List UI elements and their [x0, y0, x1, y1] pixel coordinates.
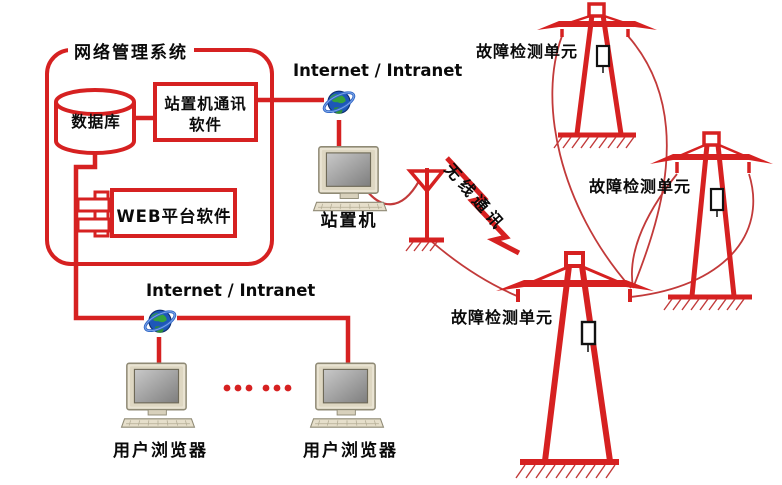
internet-label-bottom: Internet / Intranet [146, 281, 316, 300]
transmission-tower-1 [537, 2, 657, 149]
user-browser-computer-icon-2 [309, 362, 385, 428]
power-line-wires [430, 35, 755, 298]
lightning-bolt-icon [445, 156, 521, 256]
fault-detector-unit-icon-1 [595, 44, 611, 68]
transmission-tower-3 [496, 251, 654, 479]
internet-label-top: Internet / Intranet [293, 61, 463, 80]
fault-unit-label-3: 故障检测单元 [451, 308, 554, 327]
user-browser-label-1: 用户浏览器 [113, 441, 208, 461]
system-box-title: 网络管理系统 [68, 36, 194, 65]
ellipsis-dots-icon [223, 384, 292, 392]
station-comm-software-box [153, 82, 258, 142]
internet-globe-icon-bottom [142, 306, 178, 336]
internet-globe-icon-top [321, 87, 357, 117]
station-machine-computer-icon [312, 146, 388, 212]
user-browser-computer-icon-1 [120, 362, 196, 428]
web-platform-label: WEB平台软件 [116, 207, 232, 226]
database-label: 数据库 [71, 113, 121, 131]
web-platform-box [110, 188, 237, 238]
user-browser-label-2: 用户浏览器 [303, 441, 398, 461]
fault-detector-unit-icon-3 [580, 320, 597, 346]
antenna-icon [405, 168, 447, 252]
network-connectors [73, 97, 351, 364]
station-comm-software-label-line2: 软件 [188, 116, 222, 134]
fault-unit-label-1: 故障检测单元 [476, 42, 579, 61]
database-cylinder-icon [54, 88, 136, 155]
component-icon [76, 190, 111, 238]
transmission-tower-2 [650, 131, 773, 311]
station-machine-label: 站置机 [320, 211, 378, 231]
fault-detector-unit-icon-2 [709, 187, 725, 212]
station-comm-software-label-line1: 站置机通讯 [164, 95, 247, 113]
fault-unit-label-2: 故障检测单元 [589, 177, 692, 196]
